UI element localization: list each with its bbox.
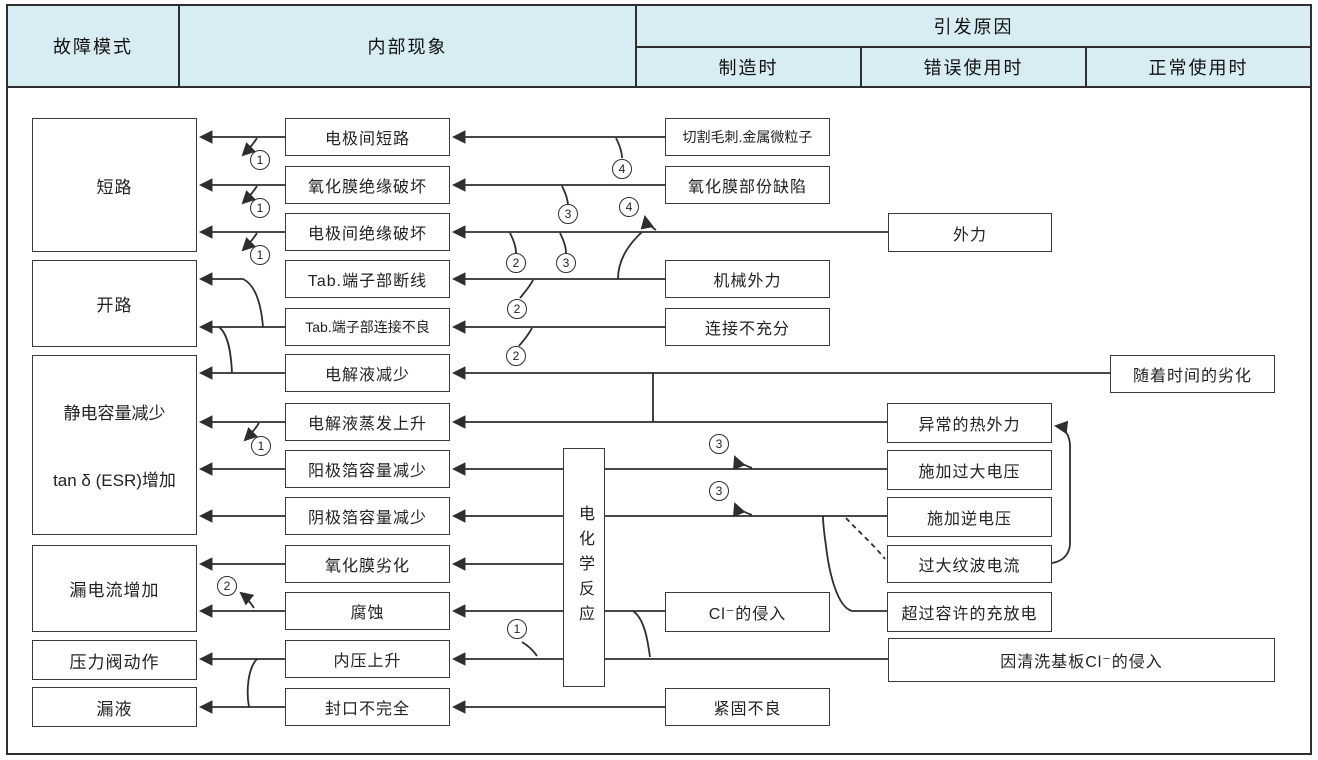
node-electrode-short-label: 电极间短路 [324,131,410,148]
node-corrosion: 腐蚀 [285,592,450,630]
node-reverse-voltage: 施加逆电压 [887,497,1052,537]
node-excess-ripple-current: 过大纹波电流 [887,545,1052,583]
node-electrolyte-evaporation-label: 电解液蒸发上升 [307,416,427,433]
node-oxide-insulation-break-label: 氧化膜绝缘破坏 [307,179,427,196]
node-mechanical-force-label: 机械外力 [713,273,782,290]
connector-1: 1 [250,198,270,218]
node-cathode-foil-capacity-decrease: 阴极箔容量减少 [285,497,450,535]
header-cause-normal-label: 正常使用时 [1148,58,1249,78]
node-over-charge-discharge: 超过容许的充放电 [887,592,1052,632]
header-cause-misuse-label: 错误使用时 [923,58,1024,78]
connector-1: 1 [507,619,527,639]
node-incomplete-sealing: 封口不完全 [285,688,450,726]
node-capacitance-decrease: 静电容量减少 tan δ (ESR)增加 [32,355,197,535]
node-oxide-film-degradation: 氧化膜劣化 [285,545,450,583]
node-inter-electrode-insulation-break: 电极间绝缘破坏 [285,213,450,251]
node-reverse-voltage-label: 施加逆电压 [926,511,1012,528]
connector-2: 2 [506,346,526,366]
node-abnormal-thermal-force-label: 异常的热外力 [918,417,1021,434]
node-short-circuit: 短路 [32,118,197,252]
node-oxide-insulation-break: 氧化膜绝缘破坏 [285,166,450,204]
node-anode-foil-capacity-decrease: 阳极箔容量减少 [285,450,450,488]
node-tab-terminal-break-label: Tab.端子部断线 [307,273,428,290]
node-esr-increase-label: tan δ (ESR)增加 [53,471,176,490]
node-liquid-leak: 漏液 [32,687,197,727]
node-oxide-partial-defect-label: 氧化膜部份缺陷 [687,179,807,196]
node-anode-foil-capacity-decrease-label: 阳极箔容量减少 [307,463,427,480]
node-short-circuit-label: 短路 [96,177,133,197]
node-external-force-label: 外力 [952,226,987,244]
node-oxide-partial-defect: 氧化膜部份缺陷 [665,166,830,204]
connector-3: 3 [558,204,578,224]
header-cell-cause-manufacturing: 制造时 [635,46,862,88]
header-cause-manufacturing-label: 制造时 [718,58,779,78]
node-excess-ripple-current-label: 过大纹波电流 [918,558,1021,575]
node-electrochemical-reaction: 电化学反应 [563,448,605,687]
node-cl-intrusion-board-wash-label: 因清洗基板Cl⁻的侵入 [1000,654,1163,671]
node-corrosion-label: 腐蚀 [350,605,385,622]
node-tab-terminal-poor-connection-label: Tab.端子部连接不良 [305,319,430,335]
connector-3: 3 [709,434,729,454]
node-internal-pressure-rise-label: 内压上升 [333,653,402,670]
node-electrolyte-evaporation: 电解液蒸发上升 [285,403,450,441]
node-open-circuit: 开路 [32,260,197,347]
header-cell-cause-misuse: 错误使用时 [860,46,1087,88]
node-poor-fastening: 紧固不良 [665,688,830,726]
node-oxide-film-degradation-label: 氧化膜劣化 [324,558,410,575]
node-cl-intrusion-board-wash: 因清洗基板Cl⁻的侵入 [888,638,1275,682]
node-tab-terminal-poor-connection: Tab.端子部连接不良 [285,308,450,346]
node-cl-intrusion-label: Cl⁻的侵入 [708,606,787,623]
node-over-charge-discharge-label: 超过容许的充放电 [901,606,1038,623]
node-aging-degradation-label: 随着时间的劣化 [1132,368,1252,385]
node-electrolyte-decrease-label: 电解液减少 [324,367,410,384]
node-internal-pressure-rise: 内压上升 [285,640,450,678]
node-capacitance-decrease-label: 静电容量减少 [63,404,166,423]
node-liquid-leak-label: 漏液 [96,699,133,719]
node-leakage-current-label: 漏电流增加 [69,581,160,600]
header-cell-failure-mode: 故障模式 [6,4,180,88]
header-cell-cause-normal: 正常使用时 [1085,46,1312,88]
node-pressure-valve-operation: 压力阀动作 [32,640,197,680]
connector-3: 3 [709,481,729,501]
node-abnormal-thermal-force: 异常的热外力 [887,403,1052,443]
node-insufficient-connection: 连接不充分 [665,308,830,346]
node-external-force: 外力 [888,213,1052,252]
connector-2: 2 [217,576,237,596]
header-cell-internal-phenomenon: 内部现象 [178,4,637,88]
node-excess-voltage-label: 施加过大电压 [918,464,1021,481]
node-electrode-short: 电极间短路 [285,118,450,156]
connector-1: 1 [250,245,270,265]
node-leakage-current-increase: 漏电流增加 [32,545,197,632]
node-open-circuit-label: 开路 [96,296,133,315]
header-internal-phenomenon-label: 内部现象 [367,37,448,57]
connector-2: 2 [506,253,526,273]
node-inter-electrode-insulation-break-label: 电极间绝缘破坏 [307,226,427,243]
connector-3: 3 [556,253,576,273]
node-cathode-foil-capacity-decrease-label: 阴极箔容量减少 [307,510,427,527]
node-incomplete-sealing-label: 封口不完全 [324,701,410,718]
node-electrochemical-reaction-label: 电化学反应 [576,505,593,630]
connector-4: 4 [619,197,639,217]
header-failure-mode-label: 故障模式 [53,37,133,57]
node-excess-voltage: 施加过大电压 [887,450,1052,490]
node-aging-degradation: 随着时间的劣化 [1110,355,1275,393]
connector-2: 2 [507,299,527,319]
node-electrolyte-decrease: 电解液减少 [285,354,450,392]
connector-4: 4 [612,159,632,179]
node-insufficient-connection-label: 连接不充分 [704,321,790,338]
header-cell-cause: 引发原因 [635,4,1312,48]
node-tab-terminal-break: Tab.端子部断线 [285,260,450,298]
node-mechanical-force: 机械外力 [665,260,830,298]
connector-1: 1 [250,150,270,170]
node-cutting-burr-label: 切割毛刺.金属微粒子 [682,129,813,145]
header-cause-label: 引发原因 [933,17,1014,37]
node-cutting-burr: 切割毛刺.金属微粒子 [665,118,830,156]
node-poor-fastening-label: 紧固不良 [713,701,782,718]
node-cl-intrusion: Cl⁻的侵入 [665,592,830,632]
connector-1: 1 [251,436,271,456]
node-pressure-valve-label: 压力阀动作 [69,652,160,672]
